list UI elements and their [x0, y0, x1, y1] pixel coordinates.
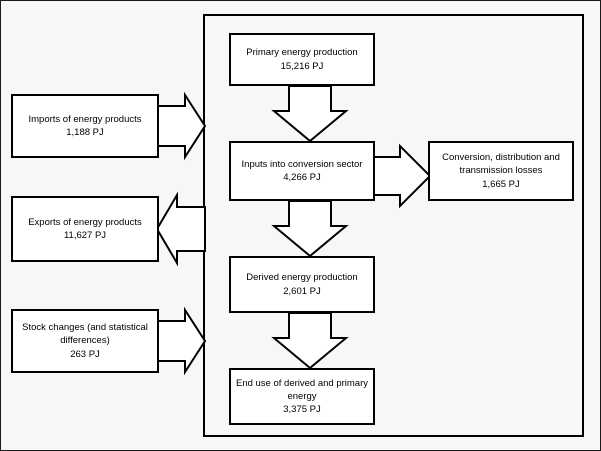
node-primary-energy-production: Primary energy production 15,216 PJ [229, 33, 375, 86]
node-primary-energy-production-label: Primary energy production [246, 47, 358, 59]
node-stock-changes-label: Stock changes (and statistical differenc… [22, 322, 148, 347]
node-derived-energy-production-label: Derived energy production [246, 272, 358, 284]
node-losses: Conversion, distribution and transmissio… [428, 141, 574, 201]
arrow-derived-to-end-use [271, 312, 349, 370]
node-stock-changes: Stock changes (and statistical differenc… [11, 309, 159, 373]
node-derived-energy-production-value: 2,601 PJ [283, 285, 321, 297]
node-derived-energy-production: Derived energy production 2,601 PJ [229, 256, 375, 313]
node-exports-value: 11,627 PJ [63, 230, 107, 241]
arrow-primary-to-conversion [271, 85, 349, 143]
node-exports-label: Exports of energy products [28, 216, 142, 228]
arrow-conversion-to-derived [271, 200, 349, 258]
node-inputs-into-conversion-sector-label: Inputs into conversion sector [241, 158, 363, 170]
node-inputs-into-conversion-sector: Inputs into conversion sector 4,266 PJ [229, 141, 375, 201]
node-imports-label: Imports of energy products [28, 113, 142, 125]
node-imports-value: 1,188 PJ [66, 127, 104, 138]
arrow-boundary-to-exports [155, 191, 206, 267]
node-imports: Imports of energy products 1,188 PJ [11, 94, 159, 158]
arrow-imports-to-boundary [156, 91, 207, 161]
node-exports: Exports of energy products 11,627 PJ [11, 196, 159, 262]
arrow-stock-changes-to-boundary [156, 306, 207, 376]
node-primary-energy-production-value: 15,216 PJ [280, 60, 324, 72]
node-losses-value: 1,665 PJ [482, 178, 520, 190]
node-stock-changes-value: 263 PJ [70, 348, 100, 360]
node-end-use: End use of derived and primary energy 3,… [229, 368, 375, 425]
node-losses-label: Conversion, distribution and transmissio… [442, 152, 560, 177]
node-inputs-into-conversion-sector-value: 4,266 PJ [283, 172, 321, 183]
arrow-conversion-to-losses [373, 143, 432, 209]
node-end-use-label: End use of derived and primary energy [235, 377, 369, 402]
node-end-use-value: 3,375 PJ [283, 404, 321, 416]
